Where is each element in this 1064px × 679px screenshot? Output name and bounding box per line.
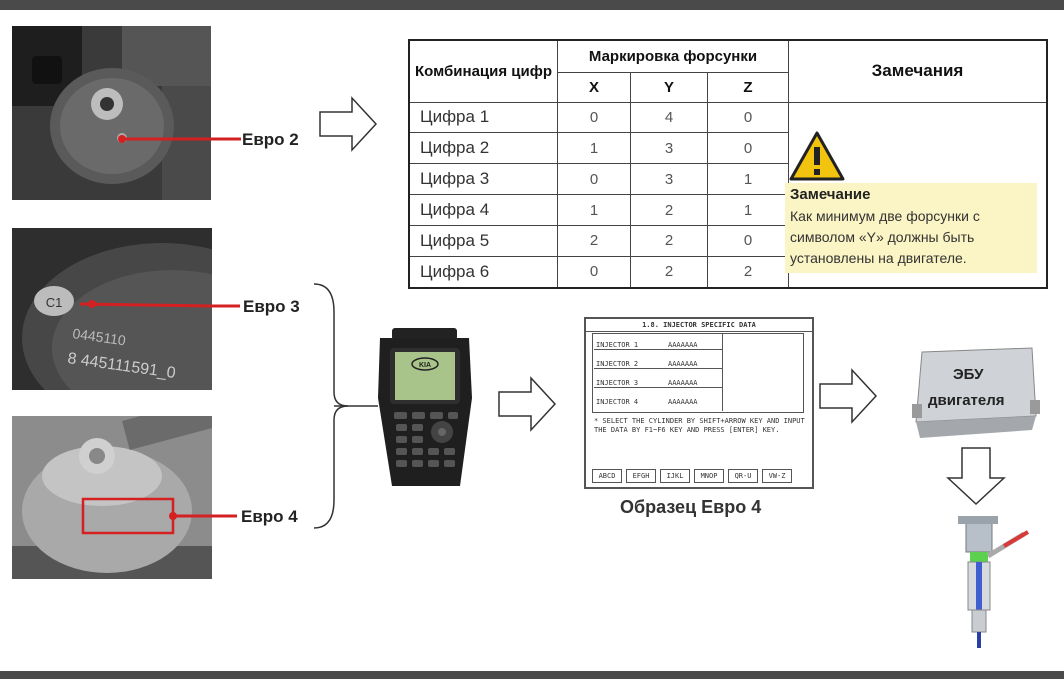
col-marking-header: Маркировка форсунки	[557, 39, 789, 73]
scanner-brand-logo: KIA	[419, 362, 431, 369]
row-name: Цифра 4	[408, 194, 558, 226]
cell-z: 0	[707, 132, 789, 165]
row-name: Цифра 6	[408, 255, 558, 289]
injector-label: INJECTOR 4	[596, 398, 639, 406]
warning-icon	[789, 131, 845, 181]
arrow-screen-to-ecu	[819, 368, 878, 424]
cell-z: 2	[707, 255, 789, 289]
euro4-callout-line	[171, 514, 237, 518]
ecu-label-line2: двигателя	[928, 392, 1005, 409]
remark-title: Замечание	[790, 186, 871, 203]
screen-row: INJECTOR 3 AAAAAAA	[596, 375, 726, 391]
euro2-label: Евро 2	[242, 130, 299, 149]
injector-data-screen: 1.8. INJECTOR SPECIFIC DATA INJECTOR 1 A…	[584, 317, 814, 489]
injector-label: INJECTOR 2	[596, 360, 639, 368]
euro3-callout-line	[208, 304, 240, 308]
screen-key-vwz[interactable]: VW-Z	[762, 469, 792, 483]
table-row: Цифра 6 0 2 2	[408, 255, 1047, 289]
screen-row: INJECTOR 1 AAAAAAA	[596, 337, 726, 353]
arrow-scanner-to-screen	[498, 376, 557, 432]
screen-key-mnop[interactable]: MNOP	[694, 469, 724, 483]
cell-x: 2	[557, 225, 631, 257]
table-row: Цифра 4 1 2 1	[408, 194, 1047, 226]
cell-y: 2	[630, 225, 708, 257]
table-row: Цифра 5 2 2 0	[408, 225, 1047, 257]
sub-header-x: X	[557, 71, 631, 103]
bottom-frame-bar	[0, 671, 1064, 679]
row-name: Цифра 1	[408, 101, 558, 134]
injector-label: INJECTOR 1	[596, 341, 639, 349]
arrow-ecu-to-injector	[946, 447, 1006, 506]
cell-x: 1	[557, 132, 631, 165]
screen-row: INJECTOR 4 AAAAAAA	[596, 394, 726, 410]
injector-value[interactable]: AAAAAAA	[668, 341, 698, 349]
remark-text: Как минимум две форсунки с символом «Y» …	[790, 208, 980, 266]
sub-header-y: Y	[630, 71, 708, 103]
cell-y: 2	[630, 194, 708, 226]
screen-key-ijkl[interactable]: IJKL	[660, 469, 690, 483]
screen-key-qru[interactable]: QR-U	[728, 469, 758, 483]
cell-x: 1	[557, 194, 631, 226]
cell-x: 0	[557, 163, 631, 196]
arrow-euro2-to-table	[319, 96, 378, 152]
euro2-callout-line	[205, 137, 241, 141]
screen-row: INJECTOR 2 AAAAAAA	[596, 356, 726, 372]
cell-y: 4	[630, 101, 708, 134]
ecu-label-line1: ЭБУ	[953, 366, 984, 383]
brace-bracket	[313, 283, 378, 529]
table-row: Цифра 1 0 4 0	[408, 101, 1048, 289]
row-name: Цифра 5	[408, 225, 558, 257]
cell-y: 2	[630, 255, 708, 289]
col-combination-header: Комбинация цифр	[408, 39, 558, 103]
euro3-code-text: C1	[46, 295, 63, 310]
euro4-injector-photo	[12, 416, 212, 579]
screen-title: 1.8. INJECTOR SPECIFIC DATA	[586, 319, 812, 332]
euro4-label: Евро 4	[241, 507, 298, 526]
cell-y: 3	[630, 132, 708, 165]
screen-key-efgh[interactable]: EFGH	[626, 469, 656, 483]
sample-caption: Образец Евро 4	[620, 497, 762, 517]
col-notes-header: Замечания	[788, 39, 1048, 103]
euro3-serial-line1: 0445110	[72, 325, 127, 348]
cell-x: 0	[557, 255, 631, 289]
euro3-label: Евро 3	[243, 297, 300, 316]
screen-instruction: * SELECT THE CYLINDER BY SHIFT+ARROW KEY…	[594, 417, 805, 434]
cell-z: 1	[707, 194, 789, 226]
euro2-injector-photo	[12, 26, 211, 200]
diagnostic-scanner-device: KIA	[378, 328, 472, 486]
screen-key-abcd[interactable]: ABCD	[592, 469, 622, 483]
injector-label: INJECTOR 3	[596, 379, 639, 387]
remark-box	[785, 183, 1037, 273]
cell-z: 1	[707, 163, 789, 196]
row-name: Цифра 3	[408, 163, 558, 196]
ecu-unit	[912, 347, 1040, 438]
sub-header-z: Z	[707, 71, 789, 103]
injector-value[interactable]: AAAAAAA	[668, 360, 698, 368]
cell-x: 0	[557, 101, 631, 134]
injector-value[interactable]: AAAAAAA	[668, 379, 698, 387]
cell-z: 0	[707, 101, 789, 134]
top-frame-bar	[0, 0, 1064, 10]
row-name: Цифра 2	[408, 132, 558, 165]
injector-value[interactable]: AAAAAAA	[668, 398, 698, 406]
euro3-injector-photo: C1 0445110 8 445111591_0	[12, 228, 212, 390]
cell-y: 3	[630, 163, 708, 196]
cell-z: 0	[707, 225, 789, 257]
injector-cutaway-illustration	[958, 516, 1030, 648]
